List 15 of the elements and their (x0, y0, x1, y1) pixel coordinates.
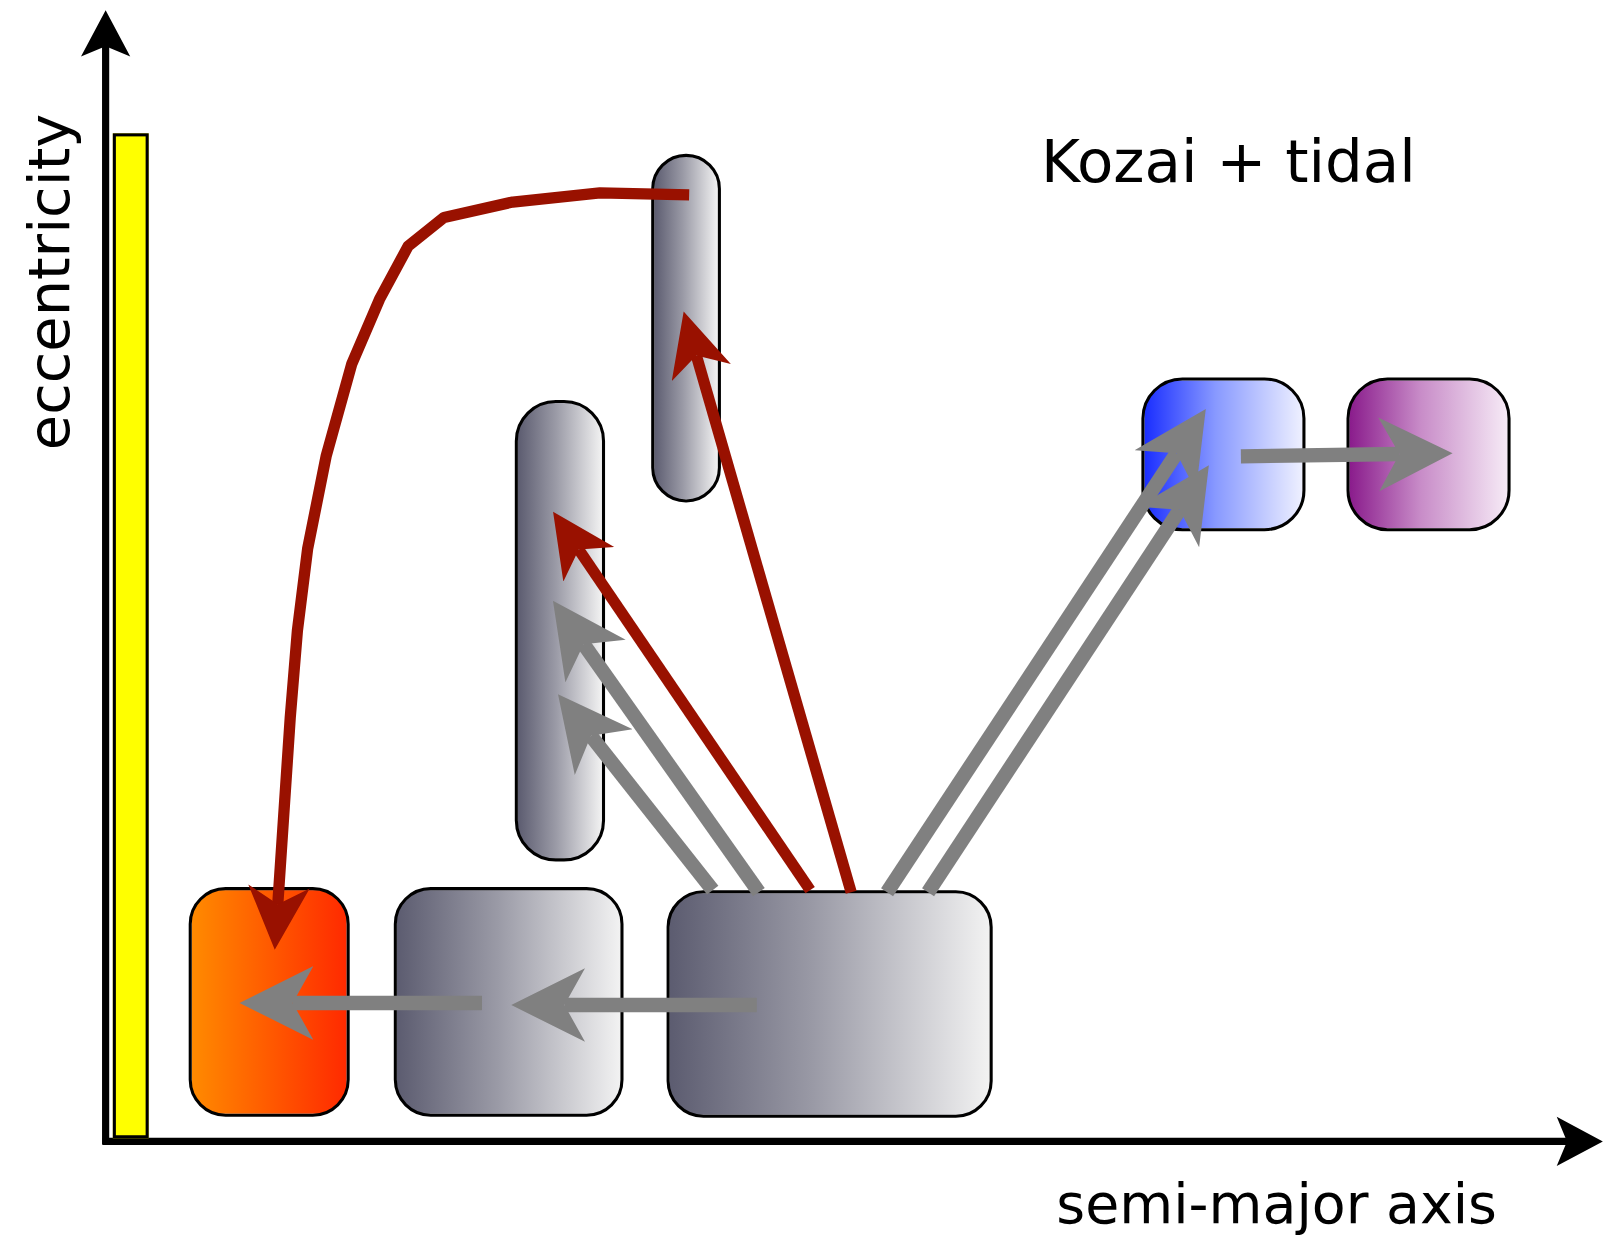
arrow (558, 694, 719, 895)
arrow (511, 968, 757, 1042)
rounded-box (393, 887, 624, 1117)
plot-annotation: Kozai + tidal (1040, 131, 1416, 191)
rounded-box (666, 890, 993, 1118)
arrow (922, 465, 1209, 897)
arrow (881, 408, 1206, 897)
arrow (552, 600, 765, 897)
curved-arrow (248, 187, 690, 950)
arrow (671, 311, 857, 894)
axis-label: semi-major axis (1056, 1177, 1497, 1233)
vertical-bar (112, 133, 149, 1139)
arrow (239, 966, 482, 1040)
arrow (553, 511, 815, 894)
arrow (1240, 417, 1453, 492)
